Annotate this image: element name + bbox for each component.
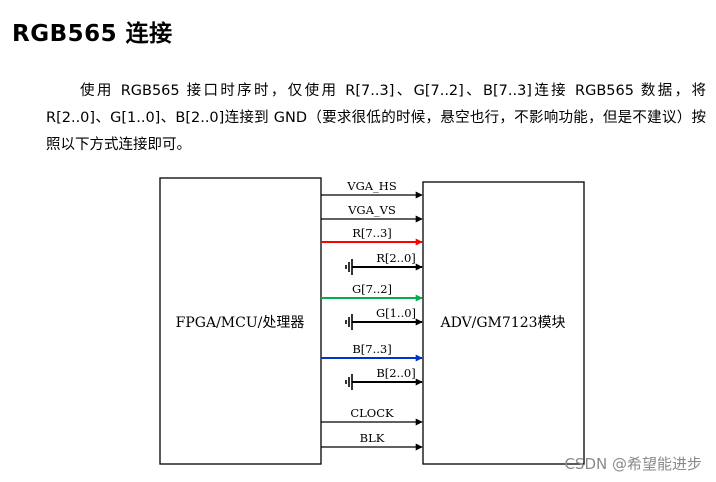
left-block-box: [159, 177, 322, 465]
signal-3: R[2..0]: [345, 251, 423, 275]
ground-icon: [345, 374, 353, 390]
signal-label: B[7..3]: [352, 342, 391, 356]
signal-0: VGA_HS: [321, 179, 423, 199]
left-block-label: FPGA/MCU/处理器: [176, 315, 305, 331]
signal-label: VGA_VS: [347, 203, 396, 217]
signal-7: B[2..0]: [345, 366, 423, 390]
signal-label: G[7..2]: [352, 282, 392, 296]
section-heading: RGB565 连接: [12, 21, 173, 47]
signal-2: R[7..3]: [321, 226, 423, 246]
signal-9: BLK: [321, 431, 423, 451]
signal-6: B[7..3]: [321, 342, 423, 362]
signal-label: CLOCK: [350, 406, 394, 420]
signal-label: R[7..3]: [352, 226, 392, 240]
watermark: CSDN @希望能进步: [564, 455, 702, 473]
signal-label: G[1..0]: [376, 306, 416, 320]
ground-icon: [345, 314, 353, 330]
right-block-box: [422, 181, 585, 465]
signal-5: G[1..0]: [345, 306, 423, 330]
signal-1: VGA_VS: [321, 203, 423, 223]
signal-lines: VGA_HS VGA_VS R[7..3] R[2..0] G[7..2] G[1..0]…: [321, 179, 423, 451]
ground-icon: [345, 259, 353, 275]
signal-label: R[2..0]: [376, 251, 416, 265]
right-block-label: ADV/GM7123模块: [439, 315, 565, 331]
paragraph-text: 使用 RGB565 接口时序时，仅使用 R[7..3]、G[7..2]、B[7.…: [46, 83, 706, 153]
signal-label: B[2..0]: [376, 366, 415, 380]
description-paragraph: 使用 RGB565 接口时序时，仅使用 R[7..3]、G[7..2]、B[7.…: [46, 78, 706, 159]
signal-8: CLOCK: [321, 406, 423, 426]
signal-label: VGA_HS: [346, 179, 397, 193]
signal-label: BLK: [360, 431, 385, 445]
signal-4: G[7..2]: [321, 282, 423, 302]
